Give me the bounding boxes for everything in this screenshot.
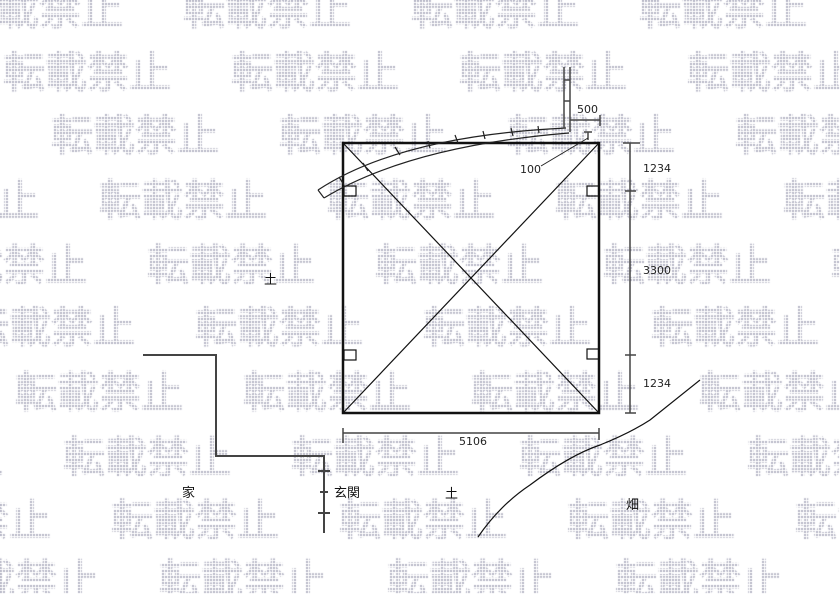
house-boundary [143,354,330,533]
diagonal [342,142,600,414]
dim-gutter-offset: 500 [577,103,598,116]
field-boundary [477,379,701,538]
post-marker [343,349,357,361]
curved-gutter [317,125,570,199]
label-house: 家 [182,485,195,501]
vertical-dimension-line [623,142,640,414]
downpipe [563,67,601,140]
dim-middle-segment: 3300 [643,264,671,277]
building-outline [341,141,601,415]
label-soil-left: 土 [264,273,277,288]
horizontal-dimension-line [342,428,600,443]
post-marker [586,348,600,360]
dim-width: 5106 [459,435,487,448]
dim-gutter-gap: 100 [520,163,541,176]
dim-top-segment: 1234 [643,162,671,175]
post-marker [586,185,600,197]
leader-line [540,137,589,167]
label-soil-bottom: 土 [445,487,458,502]
post-marker [343,185,357,197]
label-entrance: 玄関 [334,486,360,501]
label-field: 畑 [626,498,639,513]
dim-bottom-segment: 1234 [643,377,671,390]
